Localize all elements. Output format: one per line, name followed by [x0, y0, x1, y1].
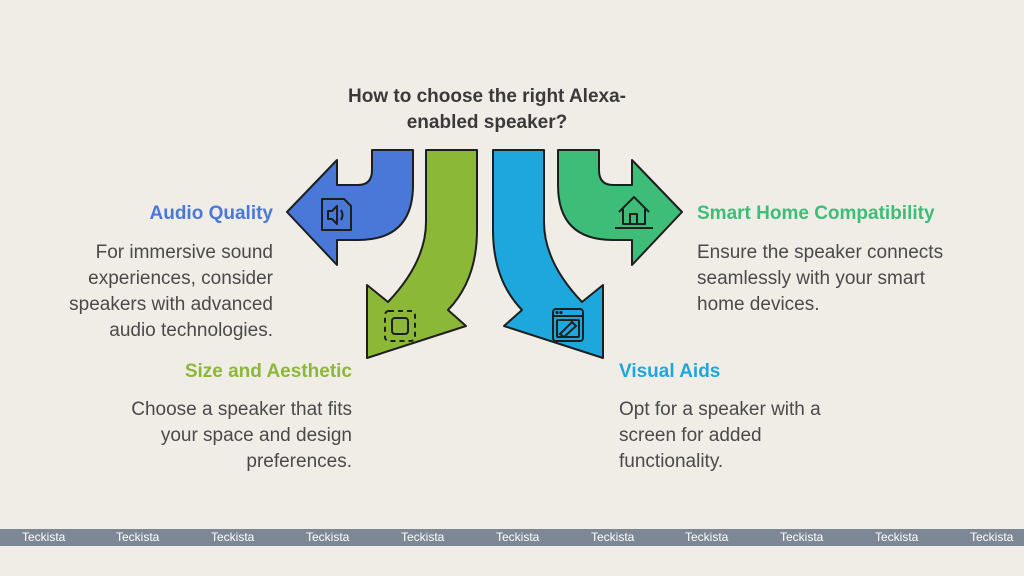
watermark-text: Teckista — [970, 530, 1014, 544]
desc-line: your space and design — [160, 425, 352, 446]
desc-line: seamlessly with your smart — [697, 268, 926, 289]
desc-line: screen for added — [619, 425, 762, 446]
arrow-size-aesthetic — [366, 149, 478, 359]
watermark-text: Teckista — [875, 530, 919, 544]
desc-line: speakers with advanced — [69, 294, 273, 315]
desc-line: audio technologies. — [109, 320, 273, 341]
speaker-icon — [321, 198, 352, 231]
heading-smart-home: Smart Home Compatibility — [697, 203, 935, 224]
desc-line: Ensure the speaker connects — [697, 242, 944, 263]
watermark-text: Teckista — [22, 530, 66, 544]
watermark-text: Teckista — [211, 530, 255, 544]
desc-line: experiences, consider — [88, 268, 273, 289]
desc-line: Choose a speaker that fits — [131, 399, 352, 420]
diagram-title: How to choose the right Alexa- enabled s… — [322, 84, 652, 136]
screen-icon — [552, 308, 584, 342]
watermark-text: Teckista — [306, 530, 350, 544]
desc-size-aesthetic: Choose a speaker that fits your space an… — [52, 397, 352, 475]
arrow-visual-aids — [492, 149, 604, 359]
desc-line: For immersive sound — [95, 242, 273, 263]
desc-visual-aids: Opt for a speaker with a screen for adde… — [619, 397, 919, 475]
frame-icon — [384, 310, 416, 342]
heading-visual-aids: Visual Aids — [619, 361, 721, 382]
watermark-text: Teckista — [591, 530, 635, 544]
watermark-text: Teckista — [496, 530, 540, 544]
desc-smart-home: Ensure the speaker connects seamlessly w… — [697, 240, 997, 318]
watermark-text: Teckista — [780, 530, 824, 544]
watermark-bar: Teckista Teckista Teckista Teckista Teck… — [0, 529, 1024, 546]
heading-audio-quality: Audio Quality — [149, 203, 274, 224]
desc-line: Opt for a speaker with a — [619, 399, 821, 420]
heading-size-aesthetic: Size and Aesthetic — [184, 361, 352, 382]
watermark-text: Teckista — [401, 530, 445, 544]
arrow-smart-home — [557, 149, 683, 266]
title-line-1: How to choose the right Alexa- — [348, 86, 626, 107]
watermark-text: Teckista — [685, 530, 729, 544]
desc-line: home devices. — [697, 294, 820, 315]
house-icon — [615, 196, 653, 229]
desc-audio-quality: For immersive sound experiences, conside… — [0, 240, 273, 344]
desc-line: preferences. — [246, 451, 352, 472]
watermark-text: Teckista — [116, 530, 160, 544]
desc-line: functionality. — [619, 451, 724, 472]
title-line-2: enabled speaker? — [406, 112, 568, 133]
